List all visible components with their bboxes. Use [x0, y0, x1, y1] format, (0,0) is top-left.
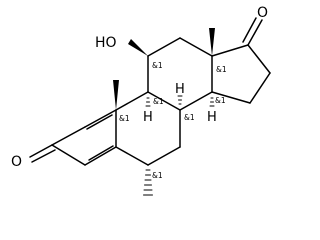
stereo-c6: &1	[152, 171, 163, 180]
h9-label: H	[143, 110, 153, 125]
bond-c6-c5	[115, 146, 149, 166]
hash-bond-c8-h	[177, 95, 183, 105]
ketone-top-label: O	[257, 5, 268, 21]
bond-c4-c5	[84, 146, 117, 166]
bond-c3-o	[29, 144, 53, 158]
wedge-c11-oh	[128, 39, 148, 56]
hash-bond-c14-h	[209, 97, 215, 107]
bond-c16-c15	[249, 72, 271, 104]
bond-c1-c2-inner	[86, 114, 113, 130]
bond-c17-o-inner	[242, 17, 257, 43]
h14-label: H	[207, 110, 217, 125]
wedge-c13-methyl	[209, 28, 215, 56]
bond-c17-c16	[247, 44, 271, 74]
stereo-c14: &1	[215, 96, 226, 105]
stereo-c8: &1	[184, 113, 195, 122]
hydroxyl-label: HO	[95, 35, 117, 51]
ketone-left-label: O	[11, 154, 22, 170]
stereo-markers: &1 &1 &1 &1 &1 &1 &1	[119, 61, 227, 180]
bond-c10-c9	[115, 91, 149, 111]
bond-c1-c2	[84, 109, 117, 128]
bond-c4-c5-inner	[88, 145, 114, 161]
bonds	[29, 17, 271, 196]
bond-c9-c8	[147, 91, 181, 111]
stereo-c13: &1	[216, 65, 227, 74]
bond-c13-c17	[211, 44, 249, 57]
stereo-c9: &1	[153, 97, 164, 106]
wedge-c10-methyl	[113, 80, 119, 110]
bond-c17-o	[247, 19, 263, 46]
bond-c3-c4	[51, 144, 86, 166]
bond-c14-c8	[179, 91, 213, 111]
bond-c3-o-inner	[31, 149, 56, 163]
bond-c15-c14	[211, 91, 251, 104]
bond-c12-c13	[179, 37, 213, 57]
steroid-structure-diagram: HO O O H H H &1 &1 &1 &1 &1 &1 &1	[11, 5, 271, 196]
bond-c11-c12	[147, 37, 181, 57]
h8-label: H	[175, 82, 185, 97]
bond-c2-c3	[51, 126, 86, 146]
atom-labels: HO O O H H H	[11, 5, 268, 170]
stereo-c10: &1	[119, 114, 130, 123]
hash-bond-c6-methyl	[143, 169, 153, 196]
hash-bond-c9-h	[145, 97, 151, 107]
stereo-c11: &1	[152, 61, 163, 70]
bond-c7-c6	[147, 146, 181, 166]
